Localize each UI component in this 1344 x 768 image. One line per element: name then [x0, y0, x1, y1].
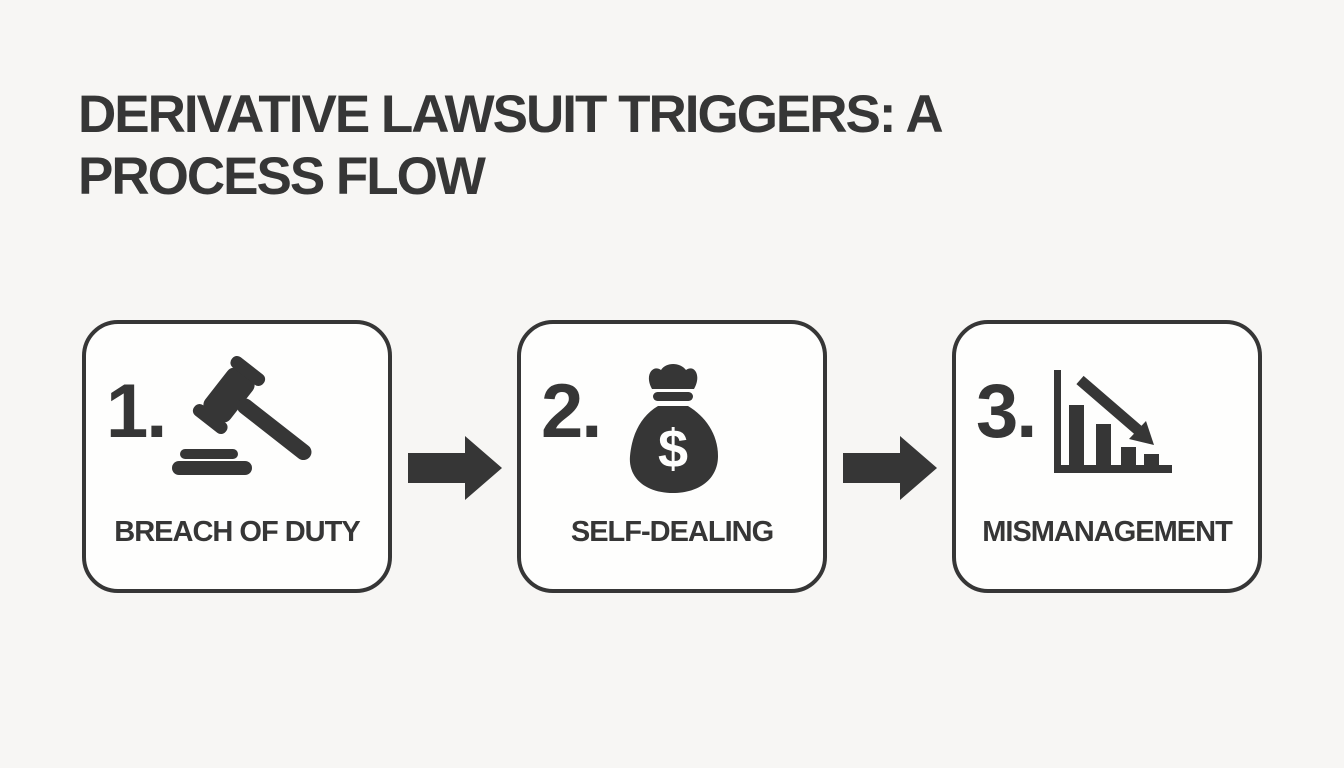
arrow-right-icon [842, 408, 937, 505]
step-box-mismanagement: 3. MISMANAGEMENT [952, 320, 1262, 593]
declining-chart-icon [1046, 364, 1210, 499]
page-title: DERIVATIVE LAWSUIT TRIGGERS: A PROCESS F… [78, 84, 944, 208]
step-number: 2. [541, 369, 602, 454]
flow-connector [827, 320, 952, 593]
step-label: SELF-DEALING [570, 516, 774, 548]
page-title-line-1: DERIVATIVE LAWSUIT TRIGGERS: A [78, 85, 944, 144]
page-title-line-2: PROCESS FLOW [78, 147, 486, 206]
dollar-sign: $ [658, 419, 688, 479]
step-number: 1. [106, 369, 167, 454]
step-box-breach-of-duty: 1. BREACH OF DUTY [82, 320, 392, 593]
arrow-right-icon [407, 408, 502, 505]
step-number: 3. [976, 369, 1037, 454]
flow-connector [392, 320, 517, 593]
step-box-self-dealing: 2. $ SELF-DEALING [517, 320, 827, 593]
money-bag-icon: $ [629, 362, 721, 503]
step-label: MISMANAGEMENT [982, 516, 1233, 548]
gavel-icon [172, 354, 330, 503]
flow-row: 1. BREACH OF DUTY [82, 320, 1262, 593]
step-label: BREACH OF DUTY [114, 516, 360, 548]
